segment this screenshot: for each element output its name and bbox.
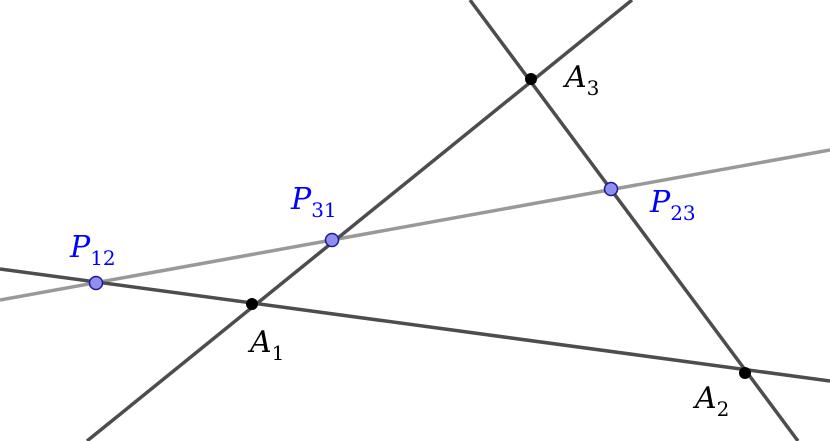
label-a1-base: A — [247, 325, 272, 360]
label-a3-base: A — [562, 60, 587, 95]
line-p12-p23 — [0, 148, 830, 302]
label-p31-base: P — [290, 182, 312, 217]
label-a2-sub: 2 — [717, 397, 730, 421]
label-a3: A3 — [562, 60, 599, 100]
label-p31: P31 — [290, 182, 337, 222]
point-a2 — [739, 367, 751, 379]
line-a1-a2 — [0, 267, 830, 383]
label-p12-sub: 12 — [90, 246, 115, 270]
label-p23-base: P — [649, 185, 671, 220]
label-p12-base: P — [69, 230, 91, 265]
label-a2: A2 — [692, 381, 729, 421]
point-p12 — [88, 275, 104, 291]
label-a3-sub: 3 — [587, 76, 600, 100]
label-p31-sub: 31 — [311, 198, 336, 222]
label-a1-sub: 1 — [272, 341, 285, 365]
line-a1-a3 — [85, 0, 634, 441]
point-p23 — [603, 181, 619, 197]
point-a1 — [246, 298, 258, 310]
label-a2-base: A — [692, 381, 717, 416]
point-a3 — [525, 73, 537, 85]
label-p12: P12 — [69, 230, 116, 270]
point-p31 — [324, 232, 340, 248]
label-a1: A1 — [247, 325, 284, 365]
label-p23: P23 — [649, 185, 696, 225]
label-p23-sub: 23 — [670, 201, 695, 225]
